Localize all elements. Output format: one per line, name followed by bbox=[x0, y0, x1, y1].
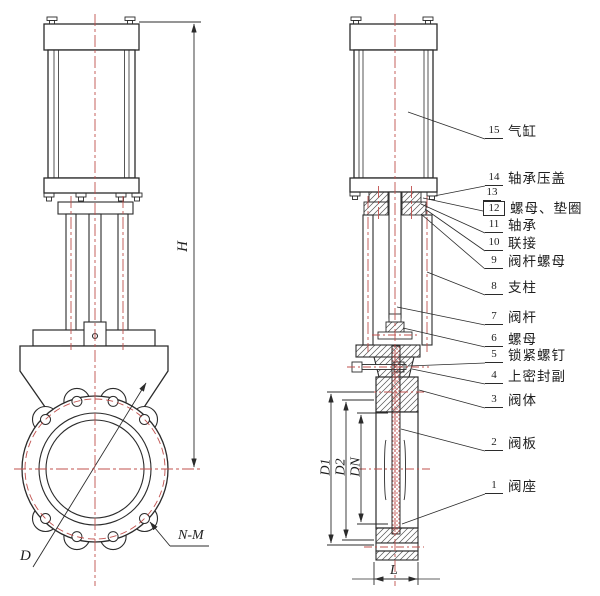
part-name: 阀体 bbox=[508, 393, 537, 408]
cylinder-body-side bbox=[353, 49, 434, 179]
cylinder-body bbox=[47, 49, 136, 179]
bore-dimension-label: D bbox=[20, 548, 31, 564]
seat-guide-left bbox=[384, 439, 387, 501]
part-label-3: 3 阀体 bbox=[485, 393, 537, 408]
part-number: 15 bbox=[485, 124, 503, 139]
part-number: 10 bbox=[485, 236, 503, 251]
part-number: 8 bbox=[485, 280, 503, 295]
centerlines bbox=[14, 14, 430, 586]
part-label-1: 1 阀座 bbox=[485, 479, 537, 494]
part-number: 9 bbox=[485, 254, 503, 269]
part-number: 5 bbox=[485, 348, 503, 363]
cylinder-bolts-bottom bbox=[43, 192, 143, 202]
dimension-lines bbox=[139, 21, 440, 585]
part-number: 13 bbox=[483, 186, 501, 201]
part-name: 螺母 bbox=[508, 332, 537, 347]
part-name: 螺母、垫圈 bbox=[510, 201, 583, 216]
part-label-2: 2 阀板 bbox=[485, 436, 537, 451]
part-name: 轴承 bbox=[508, 218, 537, 233]
part-label-6: 6 螺母 bbox=[485, 332, 537, 347]
part-name: 上密封副 bbox=[508, 369, 566, 384]
cylinder-bolts-top bbox=[46, 16, 136, 25]
cylinder-top-cap bbox=[43, 23, 140, 51]
part-label-13-12: 13 12 螺母、垫圈 bbox=[483, 186, 583, 216]
bore-diameter-line bbox=[32, 382, 147, 568]
part-name: 支柱 bbox=[508, 280, 537, 295]
cylinder-top-cap-side bbox=[349, 23, 438, 51]
part-name: 轴承压盖 bbox=[508, 171, 566, 186]
part-name: 气缸 bbox=[508, 124, 537, 139]
part-label-15: 15 气缸 bbox=[485, 124, 537, 139]
seat-lower bbox=[375, 550, 419, 561]
part-number: 2 bbox=[485, 436, 503, 451]
cylinder-bolts-top-side bbox=[350, 16, 434, 25]
cylinder-bolts-bottom-side bbox=[349, 191, 438, 200]
part-name: 阀杆 bbox=[508, 310, 537, 325]
d1-dimension-label: D1 bbox=[318, 458, 334, 476]
part-leaders bbox=[396, 111, 486, 525]
part-number: 11 bbox=[485, 218, 503, 233]
gate-plate bbox=[391, 345, 401, 535]
part-number: 6 bbox=[485, 332, 503, 347]
d2-dimension-label: D2 bbox=[333, 458, 349, 476]
seat-guide-right bbox=[403, 439, 406, 501]
part-name: 阀座 bbox=[508, 479, 537, 494]
l-dimension-label: L bbox=[390, 563, 398, 578]
part-number: 3 bbox=[485, 393, 503, 408]
front-view bbox=[19, 16, 209, 568]
part-label-7: 7 阀杆 bbox=[485, 310, 537, 325]
bolt-spec-leader bbox=[149, 521, 171, 547]
dn-dimension-label: DN bbox=[348, 457, 364, 477]
h-dimension-label: H bbox=[174, 241, 191, 252]
part-name: 联接 bbox=[508, 236, 537, 251]
part-label-9: 9 阀杆螺母 bbox=[485, 254, 566, 269]
pillar-left bbox=[65, 213, 77, 333]
part-label-10: 10 联接 bbox=[485, 236, 537, 251]
part-number: 14 bbox=[485, 171, 503, 186]
part-name: 阀杆螺母 bbox=[508, 254, 566, 269]
bonnet-flange bbox=[355, 344, 421, 358]
pillar-right bbox=[117, 213, 129, 333]
cylinder-bottom-cap bbox=[43, 177, 140, 194]
part-number: 12 bbox=[483, 201, 505, 216]
part-label-11: 11 轴承 bbox=[485, 218, 537, 233]
part-number: 1 bbox=[485, 479, 503, 494]
cylinder-bottom-cap-side bbox=[349, 177, 438, 193]
part-number: 7 bbox=[485, 310, 503, 325]
side-section-view bbox=[349, 16, 438, 561]
part-label-4: 4 上密封副 bbox=[485, 369, 566, 384]
part-name: 阀板 bbox=[508, 436, 537, 451]
part-number: 4 bbox=[485, 369, 503, 384]
part-label-8: 8 支柱 bbox=[485, 280, 537, 295]
bolt-spec-label: N-M bbox=[178, 528, 204, 543]
part-label-5: 5 锁紧螺钉 bbox=[485, 348, 566, 363]
yoke-plate bbox=[57, 201, 134, 215]
part-name: 锁紧螺钉 bbox=[508, 348, 566, 363]
part-label-14: 14 轴承压盖 bbox=[485, 171, 566, 186]
